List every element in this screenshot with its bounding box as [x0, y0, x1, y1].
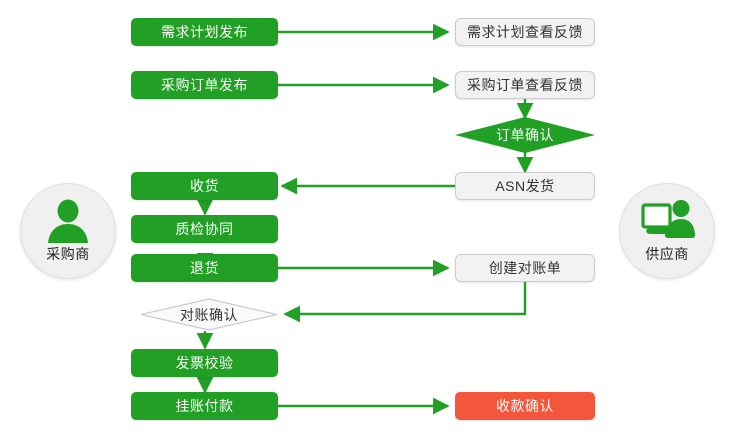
node-demand-plan-feedback[interactable]: 需求计划查看反馈	[455, 18, 595, 46]
node-order-confirm[interactable]: 订单确认	[455, 117, 595, 153]
node-label: 创建对账单	[488, 260, 562, 276]
node-label: 需求计划发布	[161, 24, 248, 40]
node-receipt-confirm[interactable]: 收款确认	[455, 392, 595, 420]
node-return-goods[interactable]: 退货	[131, 254, 278, 282]
node-label: 退货	[190, 260, 219, 276]
node-label: 采购订单发布	[161, 77, 248, 93]
actor-buyer-label: 采购商	[46, 245, 90, 262]
node-label: 发票校验	[175, 355, 234, 371]
actor-buyer: 采购商	[20, 183, 116, 279]
node-demand-plan-publish[interactable]: 需求计划发布	[131, 18, 278, 46]
node-po-feedback[interactable]: 采购订单查看反馈	[455, 71, 595, 99]
node-label: 需求计划查看反馈	[467, 24, 583, 40]
node-label: ASN发货	[495, 178, 555, 194]
node-label: 收货	[190, 178, 219, 194]
node-receive-goods[interactable]: 收货	[131, 172, 278, 200]
actor-supplier-label: 供应商	[645, 245, 689, 262]
node-label: 采购订单查看反馈	[467, 77, 583, 93]
node-label: 质检协同	[175, 221, 234, 237]
node-po-publish[interactable]: 采购订单发布	[131, 71, 278, 99]
node-payable-payment[interactable]: 挂账付款	[131, 392, 278, 420]
node-quality-collab[interactable]: 质检协同	[131, 215, 278, 243]
edge-statement-to-confirm	[283, 282, 527, 323]
node-asn-ship[interactable]: ASN发货	[455, 172, 595, 200]
node-statement-confirm[interactable]: 对账确认	[140, 298, 278, 331]
node-label: 挂账付款	[175, 398, 234, 414]
node-invoice-verify[interactable]: 发票校验	[131, 349, 278, 377]
node-create-statement[interactable]: 创建对账单	[455, 254, 595, 282]
node-label: 收款确认	[496, 398, 554, 414]
person-icon	[42, 199, 94, 243]
actor-supplier: 供应商	[619, 183, 715, 279]
person-at-computer-icon	[641, 199, 695, 243]
